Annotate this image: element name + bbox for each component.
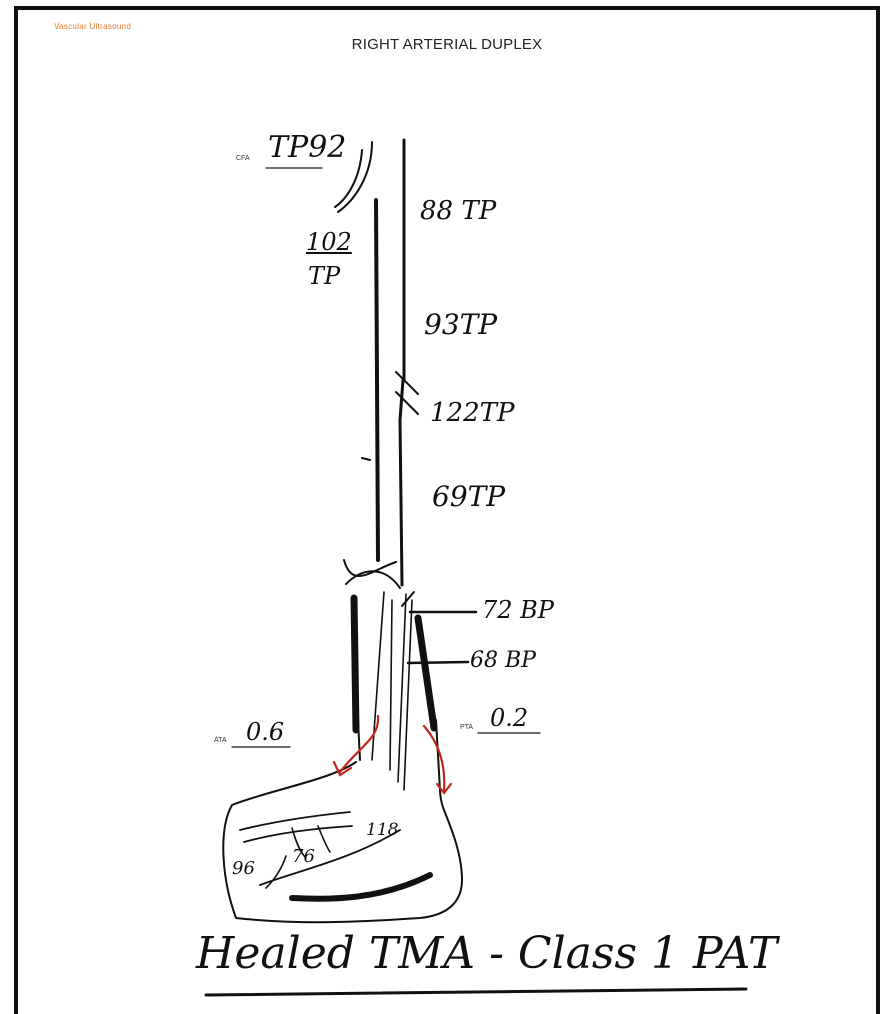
pta-flow-arrow bbox=[424, 726, 444, 790]
sfa-dist-label: 122TP bbox=[430, 398, 514, 428]
ata-prefix: ATA bbox=[214, 737, 227, 744]
cfa-prefix: CFA bbox=[236, 155, 250, 162]
pta-prefix: PTA bbox=[460, 724, 473, 731]
pta-value: 0.2 bbox=[490, 704, 528, 732]
pfa-value-top: 102 bbox=[306, 228, 352, 256]
sfa-mid-label: 93TP bbox=[424, 308, 497, 341]
pfa-vessel bbox=[376, 200, 378, 560]
cfa-value: TP92 bbox=[268, 130, 346, 165]
popliteal-split bbox=[344, 560, 396, 576]
tpt-label: 72 BP bbox=[482, 596, 554, 624]
caption: Healed TMA - Class 1 PAT bbox=[196, 928, 777, 979]
foot-toe-c: 118 bbox=[366, 820, 398, 840]
ata-value: 0.6 bbox=[246, 718, 284, 746]
sfa-prox-label: 88 TP bbox=[420, 196, 496, 226]
foot-toe-b: 76 bbox=[292, 846, 315, 867]
ata-vessel bbox=[354, 598, 356, 730]
pop-label: 69TP bbox=[432, 480, 505, 513]
pta-label: 68 BP bbox=[470, 648, 536, 673]
pta-vessel bbox=[418, 618, 434, 728]
pfa-value-bottom: TP bbox=[308, 262, 340, 290]
foot-toe-a: 96 bbox=[232, 858, 255, 879]
